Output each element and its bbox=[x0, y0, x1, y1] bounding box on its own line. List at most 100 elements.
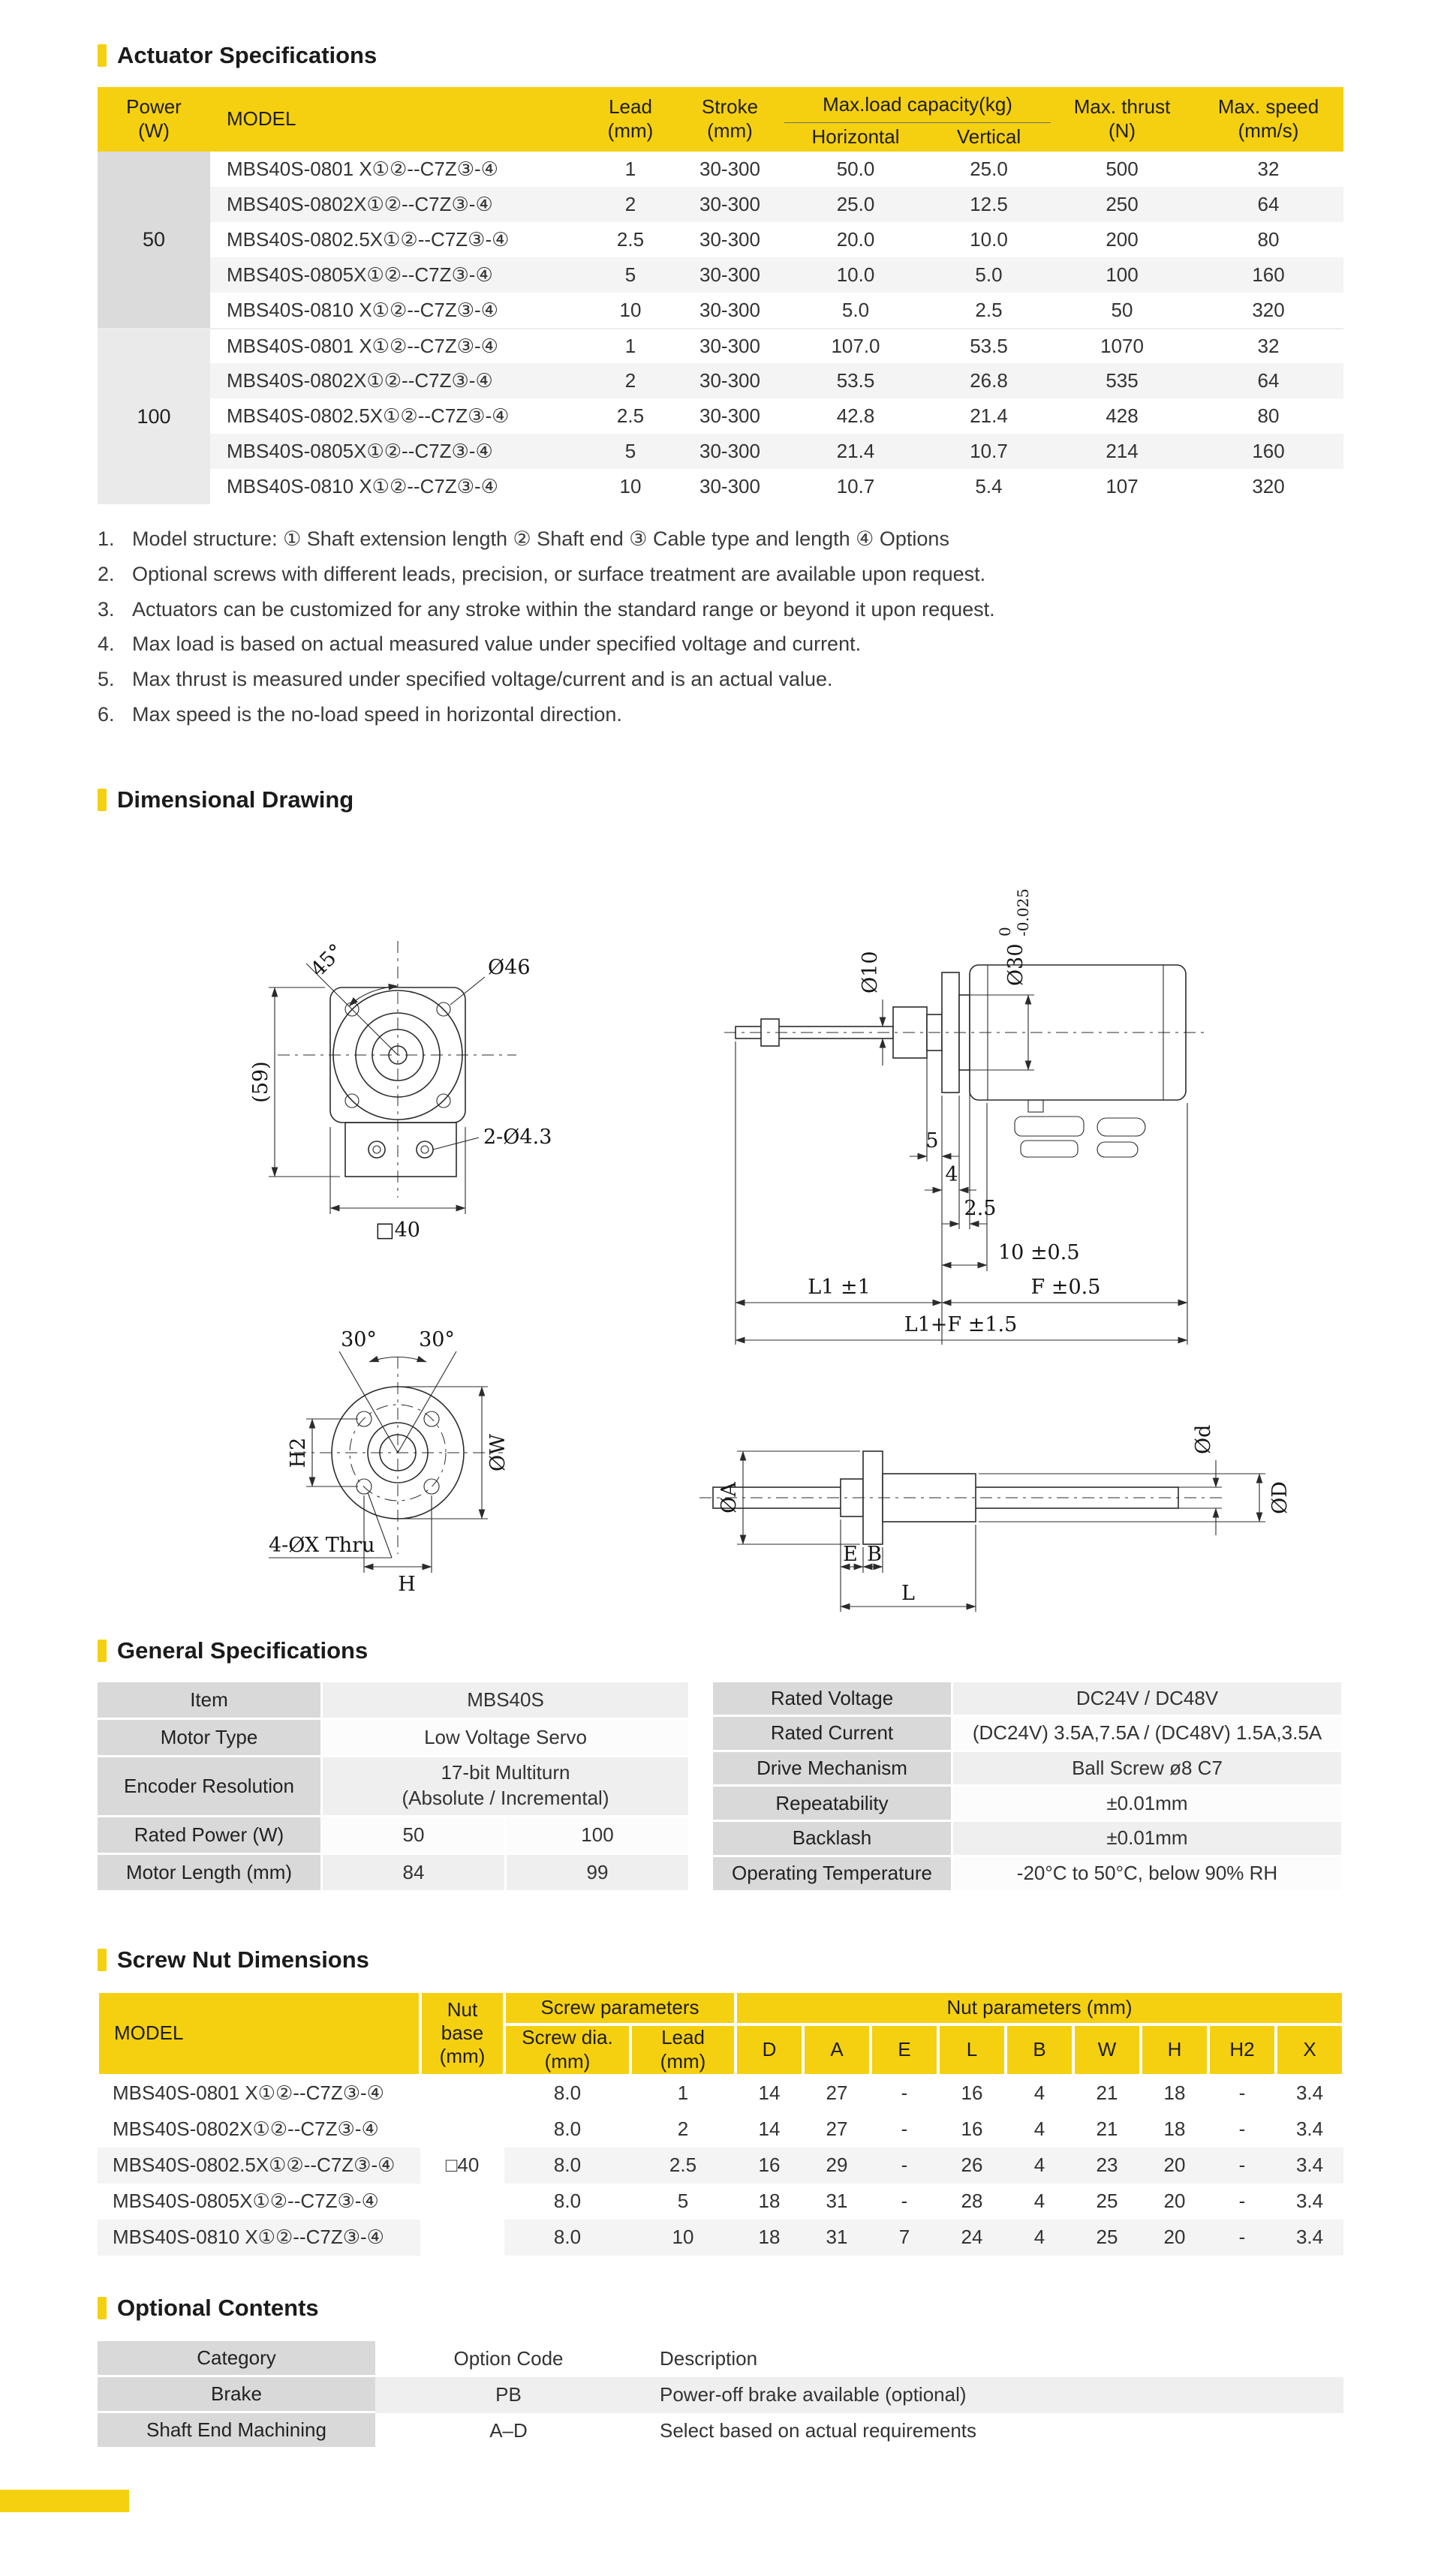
cell-vertical: 12.5 bbox=[927, 187, 1051, 222]
cell-b: 4 bbox=[1006, 2219, 1073, 2256]
dim-label-2p5: 2.5 bbox=[964, 1197, 997, 1220]
cell-stroke: 30-300 bbox=[699, 404, 760, 427]
dim-label-h: H bbox=[398, 1573, 416, 1596]
table-row: 50 MBS40S-0801 X①②--C7Z③-④ 1 30-300 50.0… bbox=[98, 152, 1343, 328]
cell-lead: 10 bbox=[630, 2219, 736, 2256]
cell-e: - bbox=[901, 2118, 908, 2140]
cell-vertical: 2.5 bbox=[975, 299, 1003, 321]
table-row: MBS40S-0801 X①②--C7Z③-④ □40 8.0 1 14 27 … bbox=[98, 2075, 1343, 2256]
cell-power-group: 100 bbox=[98, 328, 210, 504]
section-marker bbox=[98, 2296, 107, 2319]
cell-lead: 5 bbox=[585, 434, 675, 469]
cell-thrust: 200 bbox=[1106, 228, 1139, 251]
screw-nut-view-drawing: ØA Ød ØD E B L bbox=[699, 1424, 1292, 1612]
cell-lead: 2.5 bbox=[616, 228, 645, 251]
note-text: Max speed is the no-load speed in horizo… bbox=[132, 702, 622, 726]
cell-speed: 80 bbox=[1257, 404, 1280, 427]
general-spec-tables: Item MBS40S Motor Type Low Voltage Servo… bbox=[98, 1682, 1343, 1892]
cell-thrust: 50 bbox=[1111, 299, 1133, 321]
cell-label: Encoder Resolution bbox=[98, 1757, 323, 1817]
note-text: Actuators can be customized for any stro… bbox=[132, 597, 995, 621]
cell-model: MBS40S-0802.5X①②--C7Z③-④ bbox=[227, 228, 510, 251]
note-item: 2.Optional screws with different leads, … bbox=[98, 562, 1343, 588]
table-row: MBS40S-0802.5X①②--C7Z③-④ 2.5 30-300 20.0… bbox=[98, 222, 1343, 257]
cell-value: -20°C to 50°C, below 90% RH bbox=[953, 1856, 1343, 1892]
header-description: Description bbox=[660, 2347, 758, 2370]
dim-label-d46: Ø46 bbox=[488, 956, 531, 979]
cell-speed: 64 bbox=[1193, 363, 1344, 398]
cell-thrust: 100 bbox=[1051, 257, 1194, 293]
cell-b: 4 bbox=[1033, 2082, 1045, 2104]
cell-description: Power-off brake available (optional) bbox=[642, 2376, 1343, 2413]
cell-d: 18 bbox=[736, 2219, 803, 2256]
dimensional-drawing: 45° (59) Ø46 2-Ø4.3 □40 bbox=[249, 888, 1292, 1612]
cell-horizontal: 53.5 bbox=[784, 363, 927, 398]
cell-vertical: 5.0 bbox=[927, 257, 1051, 293]
table-row: Motor Type Low Voltage Servo bbox=[98, 1719, 690, 1757]
cell-stroke: 30-300 bbox=[699, 475, 760, 497]
header-col-h2: H2 bbox=[1208, 2024, 1276, 2076]
dim-label-d30-tol-lower: -0.025 bbox=[1014, 888, 1032, 936]
cell-a: 31 bbox=[803, 2219, 871, 2256]
cell-label: Operating Temperature bbox=[713, 1856, 953, 1892]
cell-h2: - bbox=[1208, 2219, 1276, 2256]
cell-screw-dia: 8.0 bbox=[553, 2190, 582, 2212]
dim-label-b: B bbox=[867, 1543, 882, 1566]
cell-label: Rated Voltage bbox=[713, 1682, 953, 1718]
note-text: Model structure: ① Shaft extension lengt… bbox=[132, 528, 949, 550]
cell-l: 16 bbox=[961, 2082, 983, 2104]
cell-value: 17-bit Multiturn (Absolute / Incremental… bbox=[323, 1757, 690, 1817]
cell-horizontal: 10.7 bbox=[836, 475, 875, 497]
cell-stroke: 30-300 bbox=[675, 187, 784, 222]
cell-label: Drive Mechanism bbox=[713, 1751, 953, 1787]
cell-h: 20 bbox=[1163, 2190, 1186, 2212]
cell-vertical: 21.4 bbox=[970, 404, 1008, 427]
optional-contents-table: Category Option Code Description Brake P… bbox=[98, 2340, 1343, 2449]
cell-option-code: PB bbox=[375, 2376, 642, 2413]
cell-model: MBS40S-0801 X①②--C7Z③-④ bbox=[227, 158, 498, 180]
cell-stroke: 30-300 bbox=[699, 228, 760, 251]
cell-value: (DC24V) 3.5A,7.5A / (DC48V) 1.5A,3.5A bbox=[953, 1717, 1343, 1752]
header-col-a: A bbox=[803, 2024, 871, 2076]
cell-h2: - bbox=[1238, 2190, 1246, 2212]
note-number: 1. bbox=[98, 528, 115, 550]
actuator-spec-table: Power (W) MODEL Lead (mm) Stroke (mm) Ma… bbox=[98, 87, 1344, 504]
section-marker bbox=[98, 1948, 107, 1971]
cell-label: Repeatability bbox=[713, 1787, 953, 1823]
cell-b: 4 bbox=[1033, 2190, 1045, 2212]
cell-w: 25 bbox=[1073, 2219, 1141, 2256]
dim-label-l1f: L1+F ±1.5 bbox=[904, 1313, 1018, 1336]
cell-a: 27 bbox=[826, 2082, 848, 2104]
cell-horizontal: 10.0 bbox=[784, 257, 927, 293]
header-vertical: Vertical bbox=[927, 123, 1051, 152]
cell-d: 16 bbox=[736, 2147, 803, 2184]
cell-stroke: 30-300 bbox=[699, 158, 760, 180]
table-row: MBS40S-0810 X①②--C7Z③-④ 10 30-300 10.7 5… bbox=[98, 469, 1343, 504]
cell-horizontal: 20.0 bbox=[836, 228, 875, 251]
table-row: MBS40S-0802X①②--C7Z③-④ 2 30-300 25.0 12.… bbox=[98, 187, 1344, 222]
cell-label: Rated Current bbox=[713, 1717, 953, 1752]
cell-e: - bbox=[901, 2190, 908, 2212]
cell-model: MBS40S-0810 X①②--C7Z③-④ bbox=[227, 299, 498, 321]
cell-value: DC24V / DC48V bbox=[953, 1682, 1343, 1718]
table-row: Item MBS40S bbox=[98, 1682, 690, 1720]
cell-horizontal: 21.4 bbox=[784, 434, 927, 469]
cell-vertical: 5.4 bbox=[975, 475, 1003, 497]
cell-horizontal: 5.0 bbox=[841, 299, 870, 321]
table-row: Rated Power (W) 50 100 bbox=[98, 1817, 690, 1855]
cell-x: 3.4 bbox=[1295, 2190, 1324, 2212]
cell-speed: 64 bbox=[1193, 187, 1344, 222]
header-screw-dia: Screw dia. (mm) bbox=[504, 2024, 630, 2076]
cell-option-code: A–D bbox=[489, 2419, 528, 2442]
cell-screw-dia: 8.0 bbox=[553, 2082, 582, 2104]
cell-speed: 160 bbox=[1193, 257, 1344, 293]
table-row: MBS40S-0810 X①②--C7Z③-④ 8.0 10 18 31 7 2… bbox=[98, 2219, 1344, 2256]
header-thrust: Max. thrust (N) bbox=[1051, 87, 1194, 152]
note-item: 5.Max thrust is measured under specified… bbox=[98, 667, 1343, 693]
cell-speed: 80 bbox=[1257, 228, 1280, 251]
header-stroke: Stroke (mm) bbox=[675, 87, 784, 152]
dim-label-e: E bbox=[843, 1543, 858, 1566]
header-nut-params: Nut parameters (mm) bbox=[736, 1991, 1344, 2024]
cell-value: 100 bbox=[507, 1817, 690, 1855]
